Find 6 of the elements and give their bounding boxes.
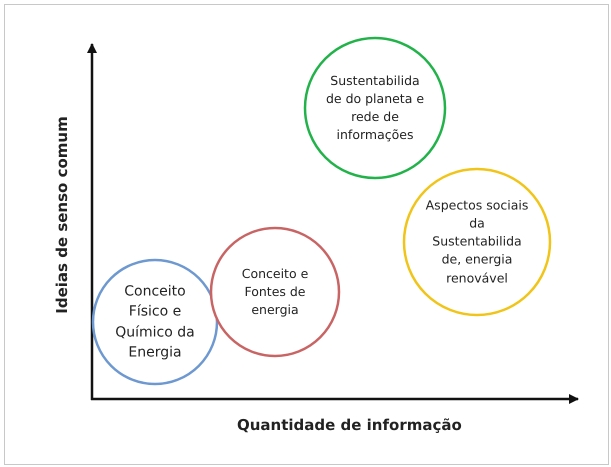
y-axis-title: Ideias de senso comum xyxy=(53,116,71,314)
x-axis-title: Quantidade de informação xyxy=(237,416,462,434)
circle-label: Sustentabilida de do planeta e rede de informações xyxy=(324,72,426,144)
circle-label: Conceito Físico e Químico da Energia xyxy=(114,282,196,362)
circle-label: Aspectos sociais da Sustentabilida de, energia renovável xyxy=(424,196,530,288)
circle-label: Conceito e Fontes de energia xyxy=(240,264,310,320)
